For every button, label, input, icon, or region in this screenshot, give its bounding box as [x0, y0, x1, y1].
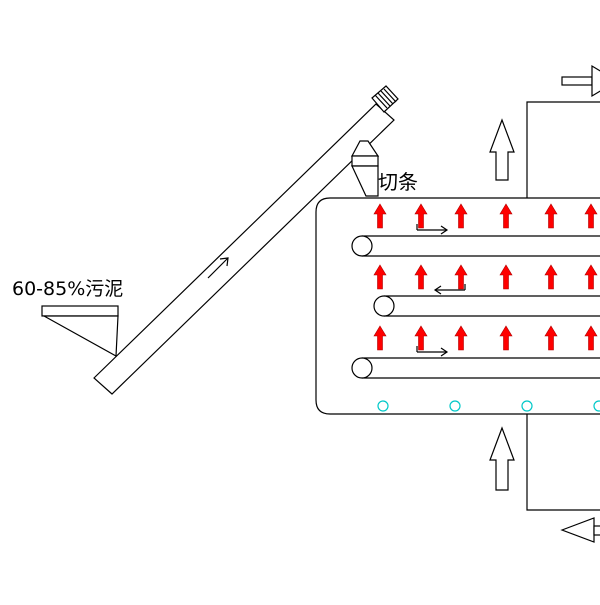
hot-air-arrows	[373, 203, 598, 351]
hot-air-arrow-icon	[544, 325, 558, 351]
supply-duct	[489, 414, 600, 543]
nozzle-icon	[377, 400, 389, 412]
belt-3	[351, 346, 600, 379]
dryer-body	[315, 197, 600, 415]
bottom-nozzles	[377, 400, 600, 412]
supply-fan-icon	[560, 517, 600, 543]
hot-air-arrow-icon	[414, 203, 428, 229]
hot-air-arrow-icon	[414, 264, 428, 290]
hot-air-arrow-icon	[373, 203, 387, 229]
hot-air-arrow-icon	[544, 264, 558, 290]
hot-air-arrow-icon	[373, 264, 387, 290]
belt-roller	[351, 235, 373, 257]
conveyor-arrow-shaft	[207, 257, 229, 279]
hot-air-arrow-icon	[499, 264, 513, 290]
drive-motor	[371, 85, 399, 113]
cutting-feeder	[351, 140, 380, 197]
hot-air-arrow-icon	[544, 203, 558, 229]
nozzle-icon	[449, 400, 461, 412]
conveyor-tube	[93, 103, 395, 395]
hot-air-arrow-icon	[499, 325, 513, 351]
airflow-up-icon-bottom	[489, 426, 515, 491]
airflow-up-icon-top	[489, 118, 515, 181]
screw-conveyor	[93, 85, 399, 395]
hot-air-arrow-icon	[499, 203, 513, 229]
sludge-feed-label: 60-85%污泥	[12, 278, 124, 300]
exhaust-fan-icon	[561, 64, 600, 98]
hot-air-arrow-icon	[414, 325, 428, 351]
exhaust-duct	[489, 64, 600, 198]
cutting-label: 切条	[378, 170, 418, 194]
hot-air-arrow-icon	[454, 203, 468, 229]
belt-roller	[351, 357, 373, 379]
mesh-belts	[351, 224, 600, 379]
hot-air-arrow-icon	[584, 264, 598, 290]
belt-2	[373, 284, 600, 317]
belt-roller	[373, 295, 395, 317]
hot-air-arrow-icon	[454, 264, 468, 290]
nozzle-icon	[521, 400, 533, 412]
hot-air-arrow-icon	[373, 325, 387, 351]
feed-hopper	[41, 305, 119, 357]
hot-air-arrow-icon	[454, 325, 468, 351]
hot-air-arrow-icon	[584, 203, 598, 229]
nozzle-icon	[593, 400, 600, 412]
conveyor-arrow-head	[219, 257, 229, 267]
hot-air-arrow-icon	[584, 325, 598, 351]
belt-1	[351, 224, 600, 257]
